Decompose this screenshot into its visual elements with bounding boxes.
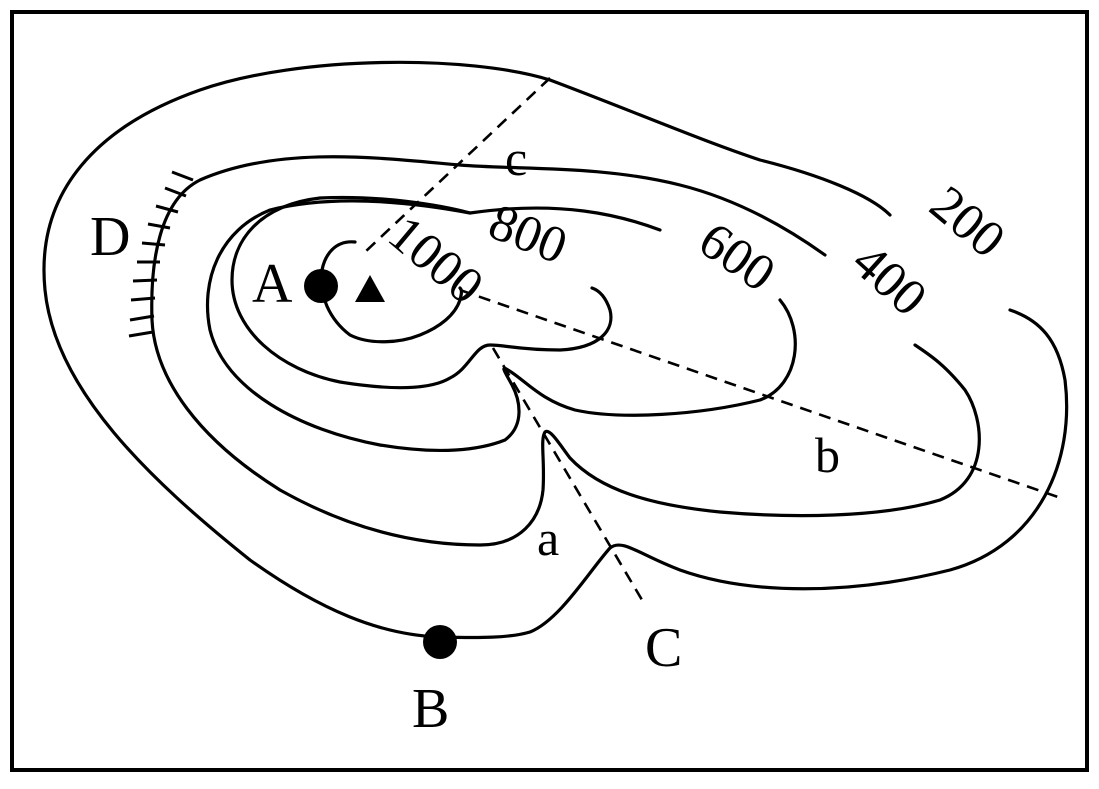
profile-line-b — [459, 288, 1059, 499]
cliff-symbol — [128, 170, 194, 338]
contour-600 — [205, 199, 797, 453]
label-c-upper: C — [645, 617, 682, 679]
point-b-marker — [423, 625, 457, 659]
contour-800 — [230, 195, 613, 390]
contour-200 — [42, 60, 1069, 640]
label-a-upper: A — [252, 253, 293, 315]
label-b-lower: b — [815, 427, 840, 483]
profile-line-c — [364, 77, 551, 253]
label-b-upper: B — [412, 678, 449, 740]
map-border — [10, 10, 1089, 772]
label-d-upper: D — [90, 206, 130, 268]
peak-triangle-icon — [355, 275, 385, 302]
contour-1000 — [319, 240, 464, 344]
profile-line-a — [491, 347, 647, 606]
contour-400 — [150, 155, 981, 547]
label-c-lower: c — [505, 130, 527, 186]
point-a-marker — [304, 269, 338, 303]
label-a-lower: a — [537, 510, 559, 566]
